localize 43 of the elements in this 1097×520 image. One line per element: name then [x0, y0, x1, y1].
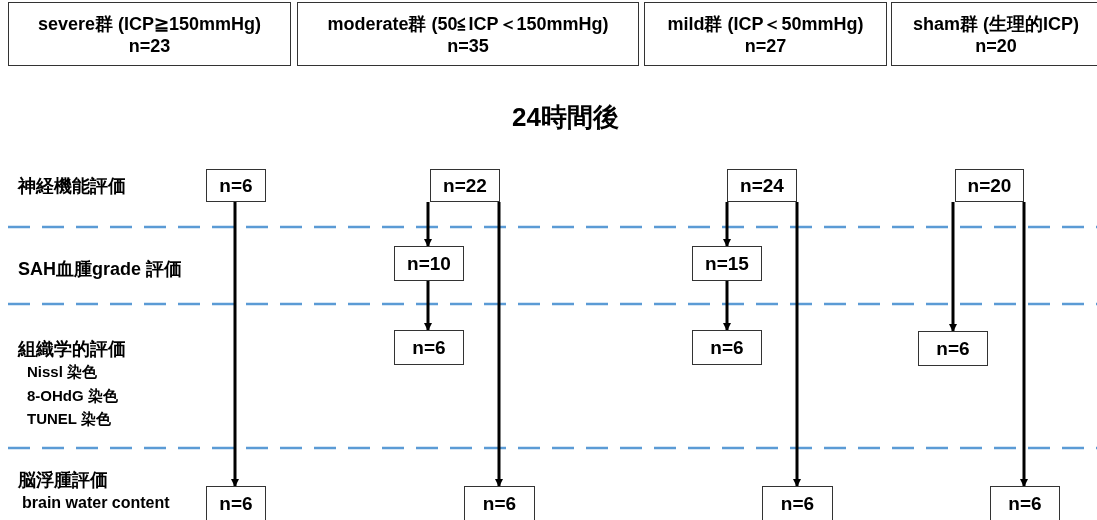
count-box: n=6 — [990, 486, 1060, 520]
count-box: n=6 — [918, 331, 988, 366]
arrow — [949, 202, 957, 332]
count-box: n=20 — [955, 169, 1024, 202]
group-title: moderate群 (50≦ICP＜150mmHg) — [327, 12, 609, 36]
stain-label: 8-OHdG 染色 — [27, 387, 118, 406]
row-label: SAH血腫grade 評価 — [18, 258, 183, 281]
count-box: n=6 — [206, 486, 266, 520]
arrow — [231, 202, 239, 487]
group-box — [297, 2, 639, 66]
count-text: n=20 — [975, 35, 1017, 57]
count-box: n=15 — [692, 246, 762, 281]
arrow — [424, 202, 432, 247]
count-text: n=35 — [447, 35, 489, 57]
count-box: n=10 — [394, 246, 464, 281]
count-text: n=27 — [744, 35, 787, 57]
count-box: n=6 — [394, 330, 464, 365]
row-label: brain water content — [22, 494, 170, 512]
group-box — [891, 2, 1097, 66]
count-box: n=22 — [430, 169, 500, 202]
row-label: 脳浮腫評価 — [18, 469, 108, 492]
stain-label: Nissl 染色 — [27, 363, 98, 382]
group-box — [644, 2, 887, 66]
arrow — [495, 202, 503, 487]
arrow — [723, 281, 731, 331]
count-text: n=23 — [128, 35, 171, 57]
title: 24時間後 — [512, 101, 619, 134]
group-title: sham群 (生理的ICP) — [913, 12, 1079, 36]
group-box — [8, 2, 291, 66]
count-box: n=24 — [727, 169, 797, 202]
arrow — [1020, 202, 1028, 487]
stain-label: TUNEL 染色 — [27, 410, 111, 429]
group-title: severe群 (ICP≧150mmHg) — [37, 12, 262, 36]
row-label: 神経機能評価 — [18, 175, 126, 198]
arrow — [793, 202, 801, 487]
arrow — [424, 281, 432, 331]
group-title: mild群 (ICP＜50mmHg) — [667, 12, 864, 36]
count-box: n=6 — [206, 169, 266, 202]
count-box: n=6 — [762, 486, 833, 520]
arrow — [723, 202, 731, 247]
count-box: n=6 — [692, 330, 762, 365]
count-box: n=6 — [464, 486, 535, 520]
row-label: 組織学的評価 — [18, 338, 126, 361]
